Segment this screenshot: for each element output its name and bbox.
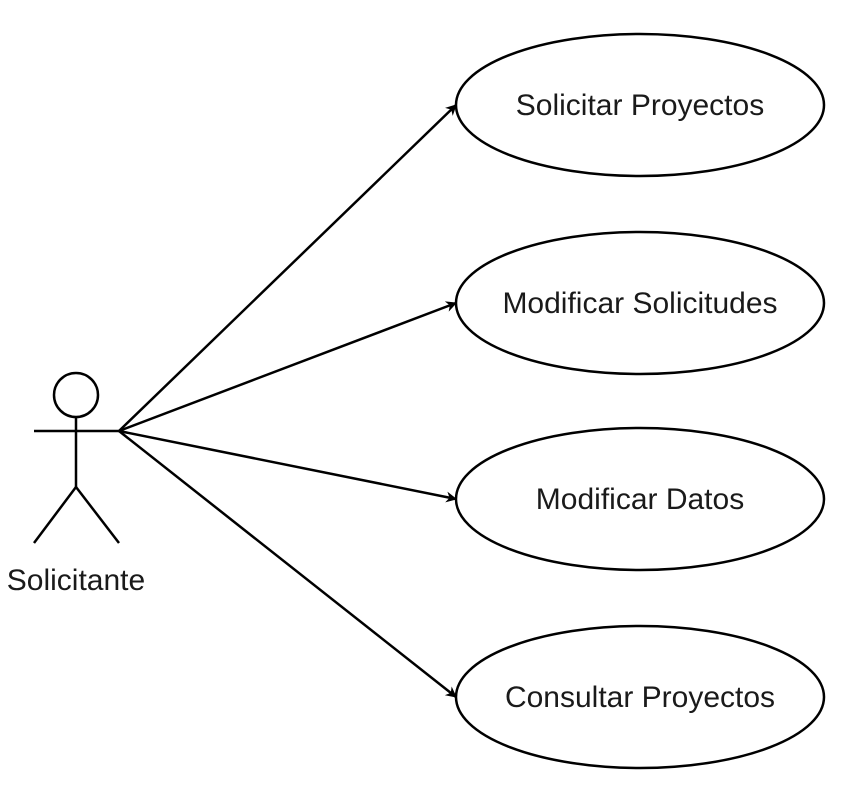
use-case-ellipse (454, 624, 826, 770)
association-arrow-modificar-solicitudes (118, 301, 458, 433)
use-case-modificar-solicitudes[interactable]: Modificar Solicitudes (454, 230, 826, 376)
association-arrow-consultar-proyectos (118, 430, 457, 698)
use-case-label: Modificar Datos (536, 483, 744, 516)
association-arrow-modificar-datos (118, 429, 458, 503)
actor-left-leg (33, 486, 77, 544)
actor-right-leg (75, 486, 120, 544)
association-arrow-solicitar-proyectos (118, 104, 457, 432)
use-case-consultar-proyectos[interactable]: Consultar Proyectos (454, 624, 826, 770)
use-case-ellipse (454, 230, 826, 376)
use-case-modificar-datos[interactable]: Modificar Datos (454, 426, 826, 572)
use-case-label: Consultar Proyectos (505, 681, 775, 714)
use-case-label: Modificar Solicitudes (502, 287, 777, 320)
use-case-ellipse (454, 32, 826, 178)
use-case-solicitar-proyectos[interactable]: Solicitar Proyectos (454, 32, 826, 178)
actor-figure[interactable] (33, 371, 120, 544)
actor-label: Solicitante (7, 564, 145, 597)
actor-head (52, 371, 100, 419)
use-case-label: Solicitar Proyectos (516, 89, 764, 122)
use-case-ellipse (454, 426, 826, 572)
